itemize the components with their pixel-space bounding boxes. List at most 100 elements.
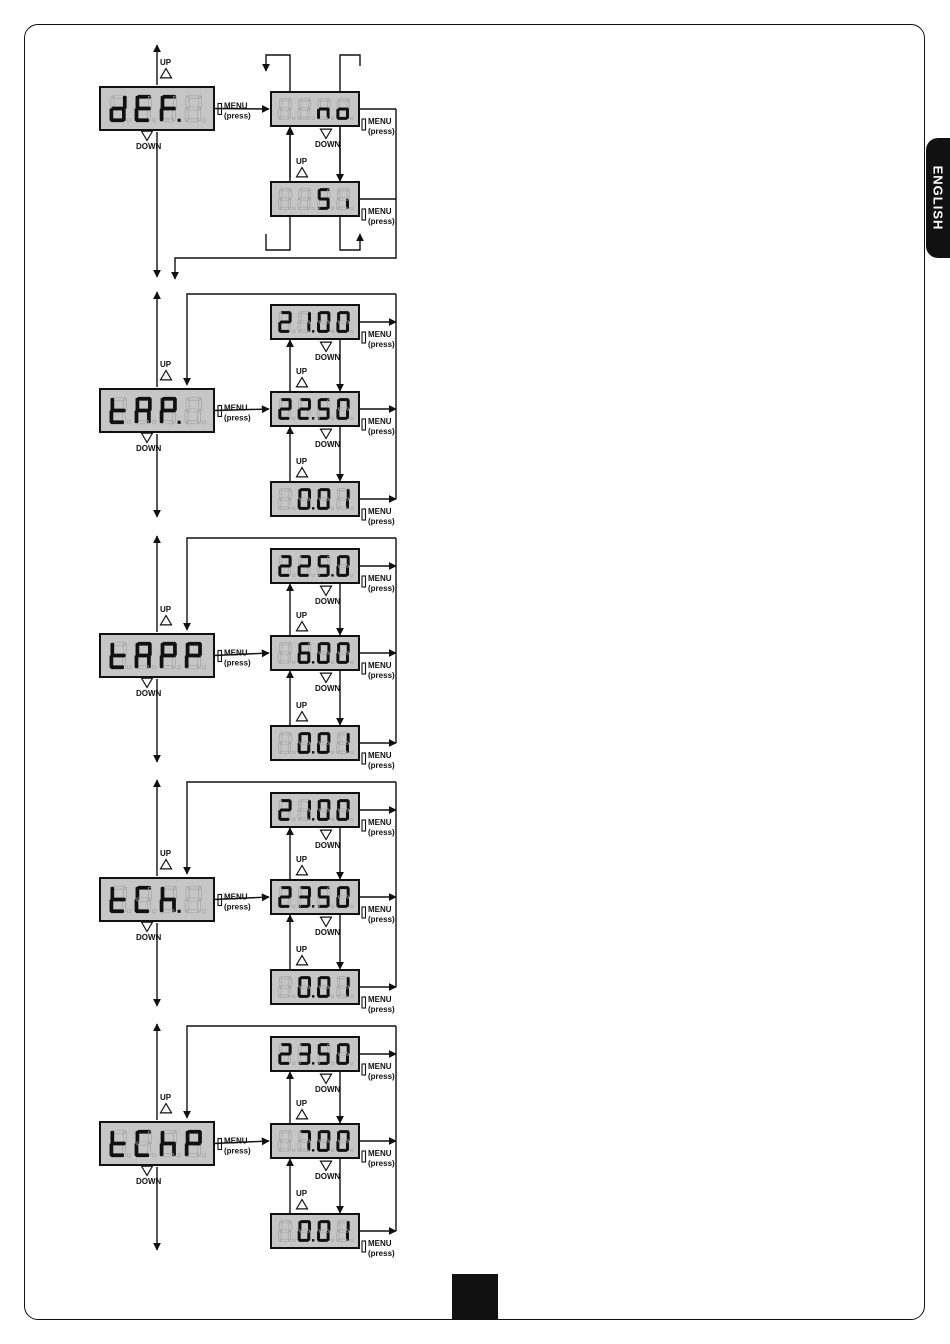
lcd-decimal-point: [292, 329, 296, 333]
menu-button-icon: [361, 508, 367, 521]
lcd-decimal-point: [311, 206, 315, 210]
up-label: UP: [160, 849, 172, 858]
up-triangle-icon: [159, 614, 173, 626]
menu-entry-arrow: [213, 893, 270, 902]
menu-button-icon: [217, 649, 223, 663]
menu-label: MENU: [368, 207, 392, 216]
down-triangle-icon: [319, 1160, 333, 1172]
lcd-segment: [338, 1052, 349, 1056]
lcd-decimal-point: [311, 751, 315, 754]
lcd-decimal-point: [311, 818, 315, 821]
lcd-decimal-point: [350, 506, 354, 510]
lcd-segment: [318, 1052, 330, 1056]
lcd-decimal-point: [331, 750, 335, 754]
value-display: [270, 879, 360, 915]
lcd-segment: [299, 320, 311, 324]
lcd-segment: [307, 108, 311, 119]
lcd-decimal-point: [311, 1149, 315, 1152]
menu-label: MENU: [224, 102, 248, 111]
lcd-segment: [338, 107, 349, 111]
lcd-segment: [307, 198, 311, 209]
lcd-digit: [317, 1130, 335, 1152]
lcd-digit: [336, 886, 354, 908]
lcd-segment: [338, 1139, 349, 1143]
lcd-segment: [279, 197, 291, 201]
lcd-segment: [307, 809, 311, 820]
lcd-segment: [326, 742, 330, 753]
lcd-segment: [280, 895, 291, 899]
down-triangle-icon: [319, 1073, 333, 1085]
lcd-segment: [287, 1230, 291, 1241]
lcd-segment: [161, 106, 176, 111]
down-label: DOWN: [315, 928, 341, 937]
lcd-decimal-point: [292, 506, 296, 510]
lcd-decimal-point: [311, 1062, 315, 1065]
lcd-digit: [317, 98, 335, 120]
lcd-segment: [279, 651, 291, 655]
menu-press-label: (press): [368, 1159, 395, 1168]
lcd-segment: [307, 321, 311, 332]
down-triangle-icon: [140, 677, 154, 689]
down-label: DOWN: [315, 841, 341, 850]
lcd-decimal-point: [331, 817, 335, 821]
menu-label: MENU: [224, 1137, 248, 1146]
lcd-decimal-point: [331, 1238, 335, 1242]
menu-button-icon: [361, 418, 367, 431]
menu-press-label: (press): [368, 517, 395, 526]
up-triangle-icon: [159, 1102, 173, 1114]
lcd-decimal-point: [350, 994, 354, 998]
lcd-segment: [187, 885, 202, 890]
up-label: UP: [296, 611, 308, 620]
up-label: UP: [160, 58, 172, 67]
lcd-decimal-point: [152, 1153, 156, 1158]
lcd-decimal-point: [292, 1148, 296, 1152]
lcd-segment: [307, 1140, 311, 1151]
menu-label: MENU: [368, 1149, 392, 1158]
lcd-segment: [299, 1229, 311, 1233]
lcd-digit: [109, 641, 131, 670]
menu-button-icon: [361, 752, 367, 765]
lcd-decimal-point: [311, 905, 315, 908]
lcd-decimal-point: [331, 116, 335, 120]
down-triangle-icon: [140, 1165, 154, 1177]
return-loop-arrow: [183, 781, 396, 875]
lcd-decimal-point: [152, 118, 156, 123]
lcd-segment: [338, 497, 349, 501]
lcd-decimal-point: [152, 665, 156, 670]
lcd-segment: [299, 407, 310, 411]
lcd-digit: [109, 94, 131, 123]
lcd-segment: [326, 809, 330, 820]
menu-label: MENU: [368, 661, 392, 670]
down-triangle-icon: [319, 341, 333, 353]
lcd-digit: [297, 1130, 315, 1152]
lcd-digit: [297, 488, 315, 510]
lcd-segment: [338, 808, 349, 812]
menu-button-icon: [361, 906, 367, 919]
lcd-decimal-point: [177, 1153, 181, 1158]
up-label: UP: [296, 1099, 308, 1108]
lcd-decimal-point: [177, 420, 181, 424]
up-triangle-icon: [295, 620, 309, 632]
lcd-segment: [185, 909, 200, 914]
menu-button-icon: [361, 1150, 367, 1163]
lcd-segment: [307, 498, 311, 509]
menu-press-label: (press): [368, 1005, 395, 1014]
value-display: [270, 304, 360, 340]
lcd-segment: [345, 742, 349, 753]
up-label: UP: [296, 157, 308, 166]
lcd-decimal-point: [202, 420, 207, 425]
lcd-segment: [279, 985, 291, 989]
lcd-decimal-point: [331, 904, 335, 908]
lcd-decimal-point: [331, 1061, 335, 1065]
down-label: DOWN: [315, 684, 341, 693]
lcd-digit: [184, 641, 207, 670]
menu-label: MENU: [368, 1239, 392, 1248]
lcd-digit: [278, 1043, 296, 1065]
up-label: UP: [160, 1093, 172, 1102]
lcd-decimal-point: [311, 661, 315, 664]
value-display-frame: [270, 635, 360, 671]
lcd-segment: [280, 320, 291, 324]
down-label: DOWN: [136, 689, 162, 698]
lcd-segment: [318, 107, 330, 111]
lcd-digit: [336, 732, 354, 754]
